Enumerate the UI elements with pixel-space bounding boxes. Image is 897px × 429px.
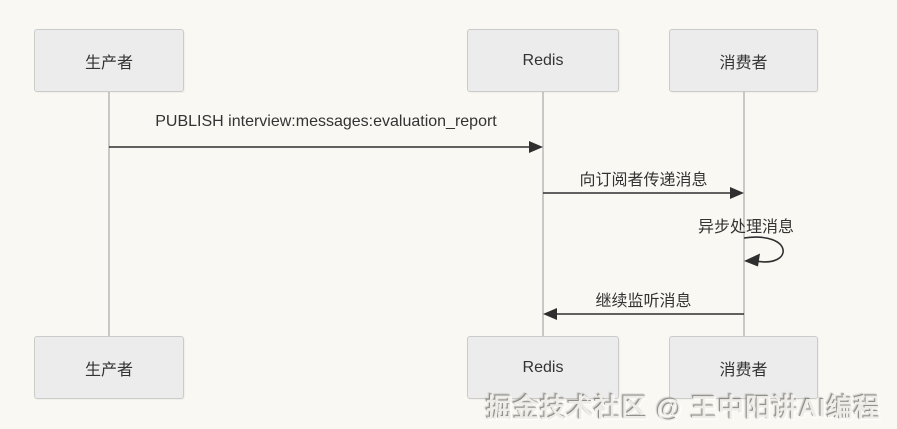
message-label-publish: PUBLISH interview:messages:evaluation_re… (155, 113, 497, 130)
message-label-continue-listen: 继续监听消息 (595, 293, 692, 310)
actor-label-consumer-bottom: 消费者 (719, 361, 768, 379)
actor-box-redis-bottom: Redis (467, 336, 619, 399)
actor-box-producer-top: 生产者 (34, 29, 184, 92)
watermark: 掘金技术社区 @ 王中阳讲AI编程 (486, 393, 881, 423)
message-arrow-deliver (543, 187, 744, 199)
message-arrow-listen (543, 308, 744, 320)
actor-label-redis-top: Redis (522, 51, 564, 69)
actor-label-producer-top: 生产者 (84, 54, 133, 72)
actor-label-redis-bottom: Redis (522, 358, 564, 376)
actor-box-producer-bottom: 生产者 (34, 336, 184, 399)
actor-label-consumer-top: 消费者 (719, 54, 768, 72)
message-label-deliver: 向订阅者传递消息 (579, 172, 708, 189)
actor-box-consumer-bottom: 消费者 (669, 336, 818, 399)
actor-label-producer-bottom: 生产者 (84, 361, 133, 379)
actor-box-consumer-top: 消费者 (669, 29, 818, 92)
message-label-async-process: 异步处理消息 (697, 219, 794, 236)
message-arrow-publish (109, 141, 543, 153)
message-arrow-self-loop (743, 236, 784, 267)
actor-box-redis-top: Redis (467, 29, 619, 92)
